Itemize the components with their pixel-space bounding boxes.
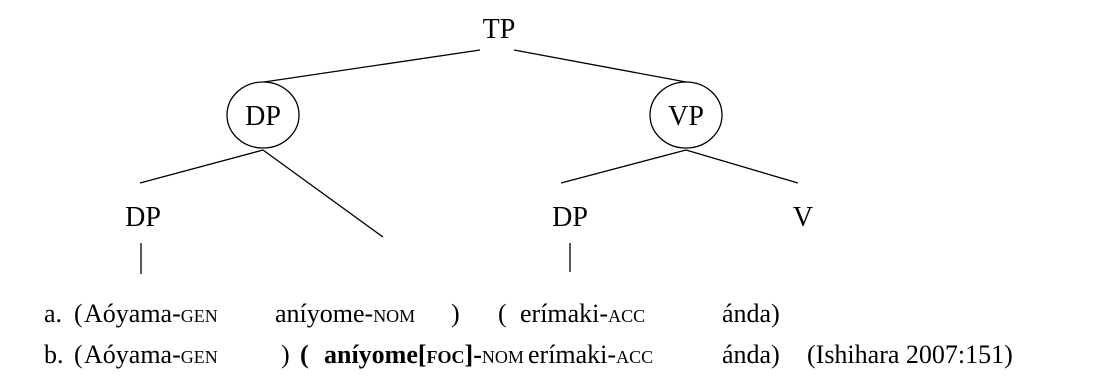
example-b-close1: )	[281, 340, 290, 369]
example-a-open1: (	[74, 299, 83, 328]
example-a-word4: ánda)	[722, 299, 780, 328]
circle-vp	[649, 81, 723, 149]
edge-dp-empty	[262, 149, 384, 238]
example-b-open2: (	[300, 340, 309, 369]
node-v: V	[793, 202, 813, 233]
edge-tp-dp	[263, 49, 481, 83]
example-a-word1: Aóyama-gen	[84, 299, 218, 328]
edge-vp-dp	[560, 149, 687, 184]
example-a-marker: a.	[44, 299, 63, 328]
node-dp: DP	[245, 101, 281, 132]
edge-vp-v	[685, 149, 799, 184]
example-b-word4: ánda)	[722, 340, 780, 369]
node-vp: VP	[668, 101, 704, 132]
node-tp: TP	[483, 14, 516, 45]
example-b-open1: (	[74, 340, 83, 369]
example-b-marker: b.	[44, 340, 64, 369]
example-a-open2: (	[498, 299, 507, 328]
example-a-word2: aníyome-nom	[275, 299, 416, 328]
edge-dp-dp	[139, 149, 264, 184]
node-dp-lower-right: DP	[552, 202, 588, 233]
example-a-close1: )	[451, 299, 460, 328]
node-dp-lower-left: DP	[125, 202, 161, 233]
circle-dp	[226, 81, 300, 149]
example-b-word1: Aóyama-gen	[84, 340, 218, 369]
example-b-word3: erímaki-acc	[528, 340, 654, 369]
edge-tp-vp	[513, 49, 687, 83]
example-b-focus-word: aníyome[foc]-nom	[324, 340, 524, 369]
example-b-citation: (Ishihara 2007:151)	[807, 340, 1013, 369]
example-a-word3: erímaki-acc	[520, 299, 646, 328]
